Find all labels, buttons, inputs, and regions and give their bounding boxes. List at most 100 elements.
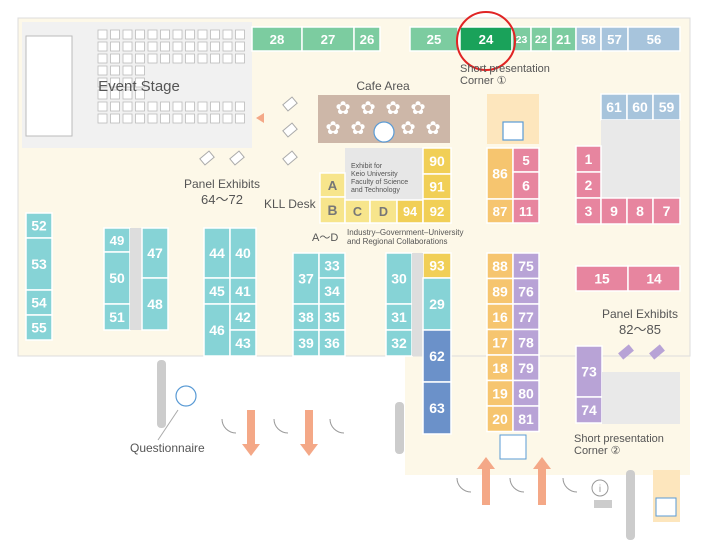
booth-88[interactable] [486,252,514,280]
booth-80[interactable] [512,379,540,407]
booth-37[interactable] [292,252,320,305]
booth-5[interactable] [512,147,540,173]
booth-93[interactable] [422,252,452,279]
booth-92[interactable] [422,198,452,224]
seat [135,101,145,112]
seat [122,41,133,52]
booth-1[interactable] [575,145,602,173]
booth-14[interactable] [627,265,681,292]
seat [110,29,120,40]
seat [185,53,195,64]
wall-pillar [157,360,166,428]
booth-44[interactable] [203,227,231,279]
booth-81[interactable] [512,405,540,433]
cafe-table-icon: ✿ [360,98,375,118]
booth-36[interactable] [318,329,346,357]
booth-number-19: 19 [492,385,508,401]
booth-39[interactable] [292,329,320,357]
door-swing [221,418,237,434]
cafe-table-icon: ✿ [410,98,425,118]
booth-number-87: 87 [493,204,508,219]
booth-6[interactable] [512,171,540,200]
booth-73[interactable] [575,345,603,398]
booth-number-88: 88 [492,258,508,274]
booth-27[interactable] [301,26,355,52]
booth-62[interactable] [422,329,452,383]
booth-15[interactable] [575,265,629,292]
booth-46[interactable] [203,303,231,357]
cafe-table-icon: ✿ [325,118,340,138]
stage-platform [25,35,73,137]
panel-exhibits-right-label: Panel Exhibits [602,307,678,321]
seat [210,53,220,64]
seat [110,41,120,52]
door-swing [509,477,525,493]
booth-43[interactable] [229,329,257,357]
booth-11[interactable] [512,198,540,224]
booth-24[interactable] [459,26,513,52]
seat [222,53,233,64]
booth-78[interactable] [512,328,540,356]
booth-77[interactable] [512,303,540,331]
booth-56[interactable] [627,26,681,52]
cafe-area-label: Cafe Area [356,79,410,93]
seat [197,53,208,64]
booth-32[interactable] [385,329,413,357]
seat [97,113,108,124]
floor-outline [17,17,691,357]
booth-28[interactable] [251,26,303,52]
booth-number-41: 41 [235,283,251,299]
booth-59[interactable] [652,93,681,121]
booth-17[interactable] [486,328,514,356]
booth-76[interactable] [512,277,540,305]
booth-16[interactable] [486,303,514,331]
booth-number-35: 35 [324,309,340,325]
panel-icon-purple [618,344,634,360]
booth-63[interactable] [422,381,452,435]
booth-40[interactable] [229,227,257,279]
booth-20[interactable] [486,405,514,433]
seat [172,53,183,64]
booth-74[interactable] [575,396,603,424]
seat [235,41,245,52]
door-swing [329,418,345,434]
booth-51[interactable] [103,303,131,331]
seat [185,29,195,40]
booth-number-2: 2 [585,178,593,193]
seat [222,41,233,52]
booth-86[interactable] [486,147,514,200]
booth-55[interactable] [25,314,53,341]
booth-25[interactable] [409,26,459,52]
info-icon[interactable] [591,479,609,497]
booth-57[interactable] [600,26,629,52]
booth-52[interactable] [25,212,53,239]
booth-26[interactable] [353,26,381,52]
event-stage-label: Event Stage [98,78,180,95]
booth-number-62: 62 [429,348,445,364]
booth-number-26: 26 [360,32,375,47]
booth-18[interactable] [486,354,514,382]
booth-21[interactable] [550,26,577,52]
booth-number-52: 52 [31,218,47,233]
kll-desk-label: KLL Desk [264,197,317,211]
booth-48[interactable] [141,277,169,331]
booth-90[interactable] [422,147,452,175]
booth-91[interactable] [422,173,452,200]
booth-7[interactable] [652,197,681,225]
booth-49[interactable] [103,227,131,253]
seat [197,29,208,40]
seat [122,77,133,88]
booth-number-81: 81 [518,411,534,427]
cafe-presentation-icon [373,121,395,143]
seat [197,113,208,124]
booth-58[interactable] [575,26,602,52]
booth-29[interactable] [422,277,452,331]
booth-number-27: 27 [321,32,336,47]
booth-number-76: 76 [518,283,534,299]
booth-75[interactable] [512,252,540,280]
questionnaire-icon[interactable] [175,385,197,407]
booth-B[interactable] [319,196,346,224]
booth-87[interactable] [486,198,514,224]
booth-35[interactable] [318,303,346,331]
cafe-table-icon: ✿ [350,118,365,138]
